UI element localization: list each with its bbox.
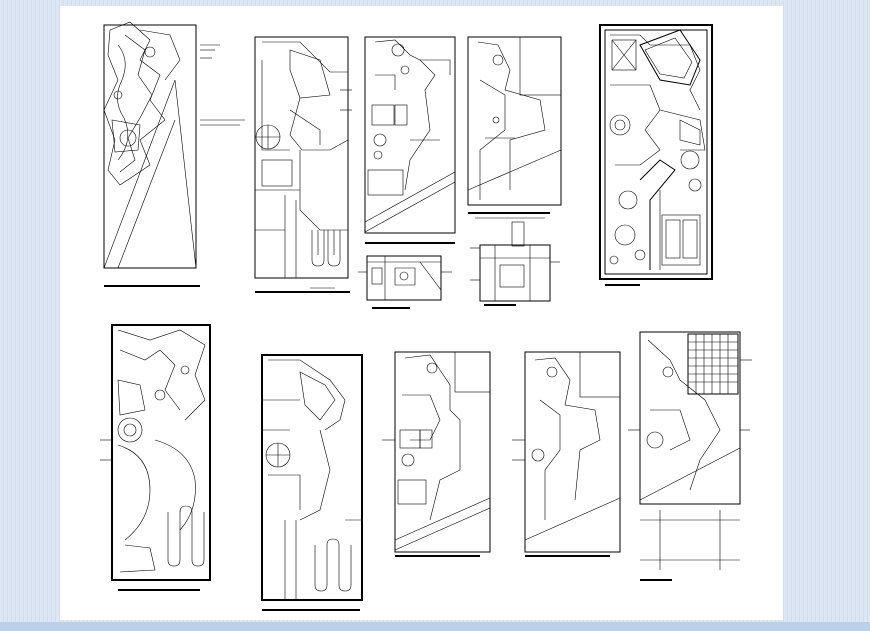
section-detail-b (470, 221, 560, 306)
second-floor-plan-top (467, 36, 562, 219)
first-floor-plan-top (364, 36, 456, 244)
second-floor-plan-bottom (512, 351, 621, 557)
ground-floor-plan-bottom (261, 354, 363, 611)
landscape-plan-bottom (100, 324, 211, 591)
first-floor-plan-bottom (382, 351, 491, 557)
drawing-sheet (60, 6, 783, 620)
site-plan-top (103, 21, 245, 287)
ground-floor-plan-top (254, 36, 352, 293)
furniture-layout-plan-top (599, 24, 713, 286)
section-detail-a (358, 255, 452, 309)
terrace-plan-bottom (628, 331, 752, 581)
window-bottom-band (0, 622, 870, 631)
